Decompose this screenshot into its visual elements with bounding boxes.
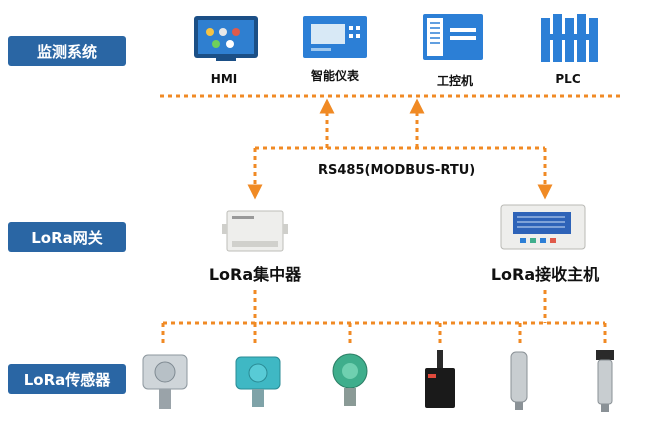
layer-gateway-label: LoRa网关 [8,222,126,252]
concentrator-device-icon [222,210,288,252]
hmi-label: HMI [210,72,238,86]
sensor-1-icon [142,354,188,409]
plc-icon [541,14,598,62]
smart-meter-label: 智能仪表 [310,69,360,83]
sensor-6-icon [596,350,614,412]
sensor-5-icon [510,351,528,410]
smart-meter-icon [303,16,367,58]
layer-monitoring-label: 监测系统 [8,36,126,66]
hmi-icon [194,16,258,61]
receiver-host-label: LoRa接收主机 [490,265,600,284]
sensor-2-icon [235,356,281,407]
concentrator-label: LoRa集中器 [208,265,302,284]
ipc-icon [423,14,483,60]
ipc-label: 工控机 [436,74,474,88]
rs485-bus-label: RS485(MODBUS-RTU) [318,163,476,178]
sensor-3-icon [332,353,368,406]
plc-label: PLC [555,72,581,86]
sensor-4-icon [425,350,455,408]
connector-lines [160,94,620,345]
layer-sensor-label: LoRa传感器 [8,364,126,394]
receiver-host-icon [500,204,586,250]
